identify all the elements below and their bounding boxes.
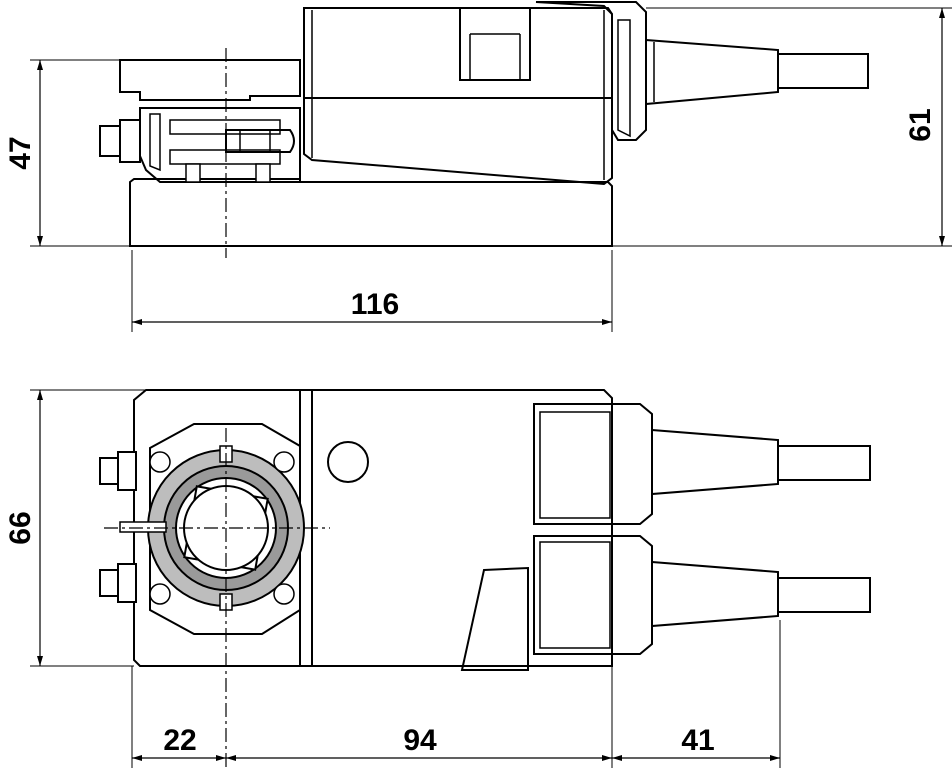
top-main-housing: [133, 389, 613, 667]
side-bracket-plate: [119, 59, 301, 101]
top-cable-lower: [777, 577, 871, 613]
side-cable-gland: [645, 38, 779, 106]
top-cable-gland-lower: [651, 560, 779, 628]
side-top-window: [459, 7, 531, 81]
side-view: [99, 1, 869, 258]
top-position-pointer: [119, 521, 167, 533]
side-dimensions: [30, 7, 952, 332]
top-cable-upper: [777, 445, 871, 481]
top-bolt-lower: [99, 569, 119, 597]
side-main-housing: [303, 7, 613, 186]
top-cable-gland-upper: [651, 428, 779, 496]
dimension-length: 116: [351, 288, 399, 321]
side-connector-housing: [535, 1, 647, 141]
side-base-housing: [129, 178, 613, 247]
side-spindle: [225, 129, 295, 153]
side-cable: [777, 53, 869, 89]
dimension-width: 66: [4, 511, 37, 544]
side-bolt: [99, 125, 121, 157]
top-connector-upper: [533, 403, 653, 525]
dimension-total-height: 61: [904, 108, 937, 141]
top-view: [99, 389, 871, 768]
top-dimensions: [30, 389, 781, 768]
dimension-side-height: 47: [4, 136, 37, 169]
top-indicator-button: [327, 441, 369, 483]
top-clamp-frame: [149, 423, 301, 635]
side-clamp: [139, 107, 301, 183]
dimension-cable-length: 41: [681, 724, 714, 757]
dimension-axis-offset: 22: [163, 724, 196, 757]
top-connector-lower: [533, 535, 653, 655]
dimension-body-length: 94: [403, 724, 437, 757]
top-release-lever: [460, 566, 529, 671]
top-bolt-upper: [99, 457, 119, 485]
